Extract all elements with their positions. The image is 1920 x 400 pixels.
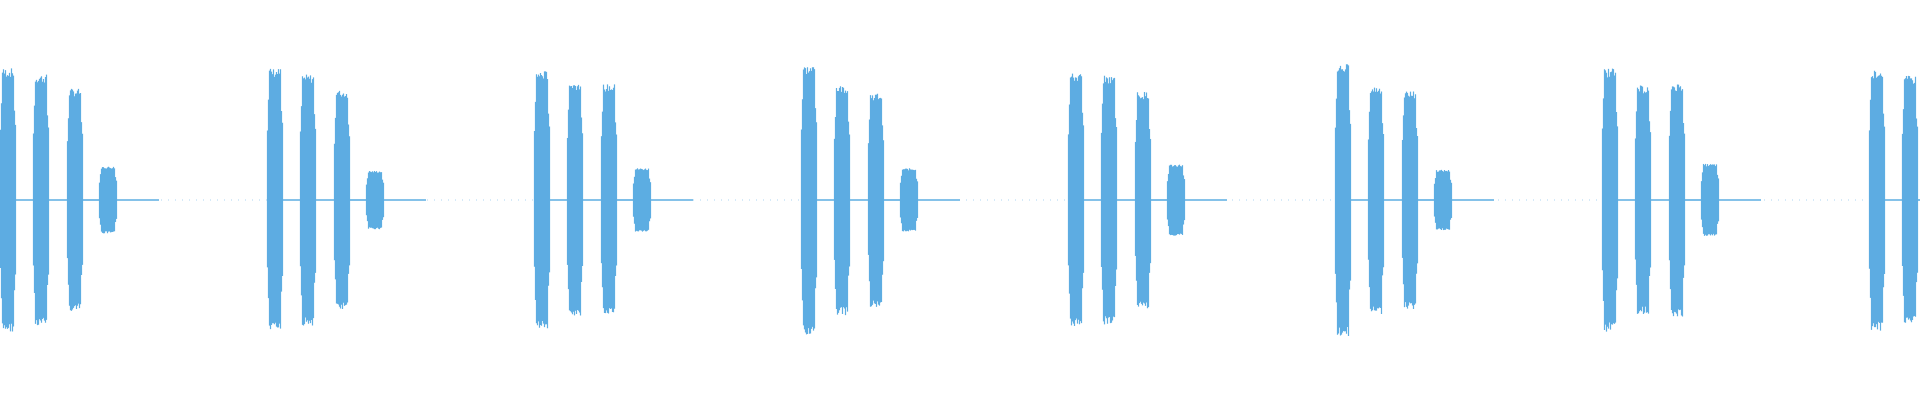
waveform-burst-short	[1433, 169, 1453, 231]
waveform-burst-tall	[1668, 84, 1686, 317]
waveform-burst-tall	[66, 88, 84, 311]
waveform-burst-short	[632, 168, 652, 232]
waveform-burst-tall	[1100, 75, 1118, 325]
waveform-burst-tall	[266, 68, 284, 330]
waveform-burst-tall	[1134, 91, 1152, 309]
waveform-burst-tall	[533, 71, 551, 329]
waveform-burst-tall	[600, 84, 618, 314]
waveform-burst-tall	[1601, 68, 1619, 332]
waveform-burst-short	[365, 170, 385, 230]
waveform-burst-tall	[1868, 70, 1886, 331]
waveform-burst-short	[1700, 163, 1720, 236]
waveform-burst-tall	[32, 74, 50, 326]
waveform-burst-tall	[0, 68, 17, 332]
waveform-burst-tall	[1634, 85, 1652, 315]
waveform-burst-tall	[833, 86, 851, 316]
waveform-burst-tall	[333, 90, 351, 309]
waveform-burst-tall	[1901, 75, 1919, 323]
waveform-burst-tall	[566, 84, 584, 316]
waveform-burst-tall	[1367, 87, 1385, 314]
waveform-burst-short	[1166, 164, 1186, 236]
waveform-burst-tall	[299, 74, 317, 326]
waveform-burst-tall	[800, 67, 818, 335]
waveform-burst-short	[899, 168, 919, 232]
waveform-burst-short	[98, 166, 118, 234]
waveform-burst-tall	[1401, 91, 1419, 310]
waveform-burst-tall	[1067, 73, 1085, 327]
waveform-burst-tall	[1334, 64, 1352, 337]
waveform-burst-tall	[867, 93, 885, 307]
